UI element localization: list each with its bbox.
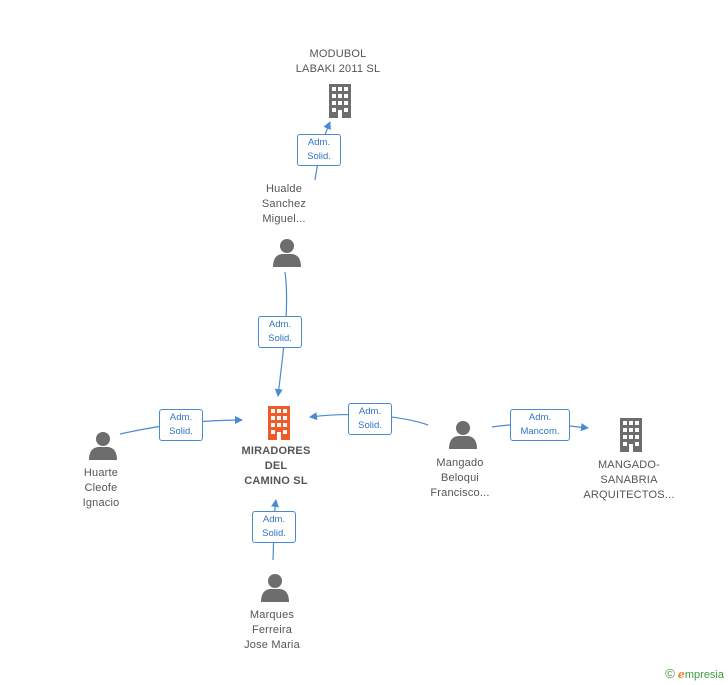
person-icon-mangado [449, 421, 477, 449]
person-icon-marques [261, 574, 289, 602]
building-icon-modubol [329, 84, 351, 118]
node-label-marques[interactable]: Marques Ferreira Jose Maria [244, 609, 300, 651]
node-label-mangado[interactable]: Mangado Beloqui Francisco... [430, 457, 490, 499]
edge-label-hualde-modubol[interactable]: Adm. Solid. [297, 134, 341, 166]
edge-label-hualde-center[interactable]: Adm. Solid. [258, 316, 302, 348]
node-label-center[interactable]: MIRADORES DEL CAMINO SL [241, 445, 311, 487]
edge-label-mangado-center[interactable]: Adm. Solid. [348, 403, 392, 435]
node-label-hualde[interactable]: Hualde Sanchez Miguel... [261, 183, 307, 225]
person-icon-hualde [273, 239, 301, 267]
empresia-logo: ©empresia [665, 666, 724, 681]
copyright-icon: © [665, 666, 675, 681]
node-label-huarte[interactable]: Huarte Cleofe Ignacio [82, 467, 120, 509]
building-icon-center [268, 406, 290, 440]
node-label-mangado-sanabria[interactable]: MANGADO- SANABRIA ARQUITECTOS... [583, 459, 675, 501]
person-icon-huarte [89, 432, 117, 460]
building-icon-mangado-sanabria [620, 418, 642, 452]
edge-label-marques-center[interactable]: Adm. Solid. [252, 511, 296, 543]
node-label-modubol[interactable]: MODUBOL LABAKI 2011 SL [295, 48, 381, 75]
edge-label-huarte-center[interactable]: Adm. Solid. [159, 409, 203, 441]
edge-label-mangado-sanabria[interactable]: Adm. Mancom. [510, 409, 570, 441]
